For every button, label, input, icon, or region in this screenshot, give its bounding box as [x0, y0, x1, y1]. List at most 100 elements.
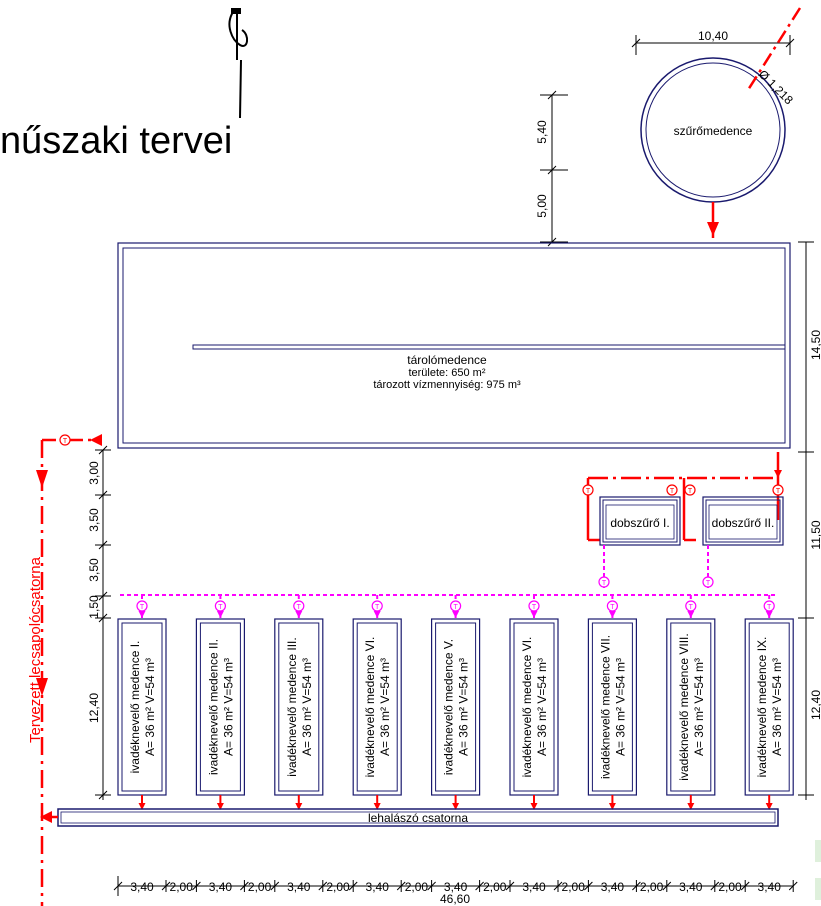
- rearing-tank-capacity-6: A= 36 m² V=54 m³: [535, 658, 549, 756]
- tank-drain-arrow-4: [373, 803, 381, 810]
- rearing-tank-8: [666, 618, 716, 796]
- tank-feed-valve-9-circle: [763, 600, 775, 612]
- rearing-tank-1-inner: [121, 622, 163, 792]
- bottom-dim-value-12: 3,40: [601, 880, 625, 894]
- tank-drain-arrow-7: [608, 803, 616, 810]
- rearing-tank-9: [744, 618, 794, 796]
- rearing-tank-3: [274, 618, 324, 796]
- drum-valve-1: T: [582, 484, 594, 496]
- storage-outlet-valve: T: [59, 434, 71, 446]
- tank-feed-arrow-2: [216, 611, 224, 618]
- tank-feed-valve-9: T: [763, 600, 775, 612]
- rearing-tank-name-3: ivadéknevelő medence III.: [285, 637, 299, 776]
- tank-feed-valve-8: T: [685, 600, 697, 612]
- rearing-tank-2-outer: [195, 618, 245, 796]
- drum-valve-3-label: T: [688, 488, 693, 495]
- drum-filter-2-core: [708, 504, 778, 540]
- tank-feed-valve-4-label: T: [375, 604, 380, 611]
- tank-drain-arrow-1: [138, 803, 146, 810]
- filter-tank-inner: [645, 62, 781, 198]
- storage-tank-area: területe: 650 m²: [408, 367, 485, 379]
- top-dim-value-1: 5,00: [535, 194, 549, 218]
- rearing-tank-9-inner: [748, 622, 790, 792]
- drum1-outflow-valve-circle: [598, 576, 610, 588]
- drum-filter-label-1: dobszűrő I.: [610, 516, 669, 530]
- tank-feed-arrow-5: [452, 611, 460, 618]
- tank-feed-arrow-6: [530, 611, 538, 618]
- rearing-tank-1-outer: [117, 618, 167, 796]
- right-dim-value-1: 11,50: [809, 520, 821, 549]
- tank-feed-valve-8-circle: [685, 600, 697, 612]
- rearing-tank-capacity-4: A= 36 m² V=54 m³: [378, 658, 392, 756]
- tank-feed-arrow-1: [138, 611, 146, 618]
- filter-outflow-arrow: [707, 222, 719, 236]
- rearing-tank-name-7: ivadéknevelő medence VII.: [598, 635, 612, 779]
- drum2-outflow-valve-circle: [702, 576, 714, 588]
- rearing-tank-6: [509, 618, 559, 796]
- bottom-dim-value-15: 2,00: [718, 880, 742, 894]
- tank-feed-valve-2: T: [214, 600, 226, 612]
- drum-valve-2: T: [666, 484, 678, 496]
- storage-tank-volume: tározott vízmennyiség: 975 m³: [373, 379, 521, 391]
- bottom-dim-value-9: 2,00: [483, 880, 507, 894]
- bottom-dim-value-5: 2,00: [326, 880, 350, 894]
- tank-feed-valve-3: T: [293, 600, 305, 612]
- tank-drain-arrow-8: [687, 803, 695, 810]
- drain-arrow-2: [36, 678, 48, 696]
- rearing-tank-6-outer: [509, 618, 559, 796]
- left-dim-value-4: 12,40: [87, 693, 101, 723]
- drain-arrow-1: [36, 470, 48, 488]
- tank-feed-valve-1-circle: [136, 600, 148, 612]
- drum-filter-label-2: dobszűrő II.: [712, 516, 775, 530]
- bottom-dim-value-8: 3,40: [444, 880, 468, 894]
- rearing-tank-3-inner: [278, 622, 320, 792]
- rearing-tank-name-8: ivadéknevelő medence VIII.: [677, 633, 691, 780]
- tank-feed-valve-7-circle: [606, 600, 619, 612]
- bottom-dim-value-2: 3,40: [209, 880, 233, 894]
- supply-down-arrow: [774, 470, 782, 478]
- rearing-tank-3-outer: [274, 618, 324, 796]
- rearing-tank-1: [117, 618, 167, 796]
- rearing-tank-4-inner: [356, 622, 398, 792]
- rearing-tank-capacity-5: A= 36 m² V=54 m³: [457, 658, 471, 756]
- drum-filter-1-core: [605, 504, 675, 540]
- rearing-tank-2: [195, 618, 245, 796]
- rearing-tank-8-outer: [666, 618, 716, 796]
- edge-mark-2: [815, 878, 821, 900]
- rearing-tank-5-inner: [435, 622, 477, 792]
- tank-drain-arrow-2: [216, 803, 224, 810]
- tank-feed-valve-6-label: T: [532, 604, 537, 611]
- bottom-dim-value-3: 2,00: [248, 880, 272, 894]
- right-dim-value-0: 14,50: [809, 330, 821, 360]
- north-arrow-symbol: [228, 10, 248, 119]
- north-arrow-cap: [231, 8, 241, 14]
- top-dim-tick-2: [547, 237, 557, 247]
- left-dim-value-3: 1,50: [87, 595, 101, 619]
- bottom-dim-value-1: 2,00: [170, 880, 194, 894]
- tank-feed-arrow-4: [373, 611, 381, 618]
- rearing-tank-name-5: ivadéknevelő medence V.: [442, 639, 456, 775]
- rearing-tank-name-1: ivadéknevelő medence I.: [128, 641, 142, 774]
- left-dim-tick-1: [98, 490, 108, 500]
- filter-tank-label: szűrőmedence: [674, 124, 753, 138]
- drum-filter-1-outer: [599, 496, 681, 546]
- rearing-tank-capacity-2: A= 36 m² V=54 m³: [221, 658, 235, 756]
- harvest-outlet-arrow: [40, 811, 52, 823]
- bottom-dim-value-0: 3,40: [130, 880, 154, 894]
- tank-feed-valve-3-circle: [293, 600, 305, 612]
- drum2-outflow-valve: T: [702, 576, 714, 588]
- storage-outlet-valve-circle: [59, 434, 71, 446]
- rearing-tank-4: [352, 618, 402, 796]
- storage-tank-outer: [117, 242, 791, 449]
- tank-feed-valve-4: T: [371, 600, 383, 612]
- storage-outlet-valve-label: T: [63, 438, 68, 445]
- bottom-dim-value-6: 3,40: [366, 880, 390, 894]
- rearing-tank-capacity-8: A= 36 m² V=54 m³: [692, 658, 706, 756]
- inlet-pipe-label: Ø 1,218: [756, 67, 796, 107]
- tank-feed-valve-7-label: T: [610, 604, 615, 611]
- rearing-tank-capacity-1: A= 36 m² V=54 m³: [143, 658, 157, 756]
- left-dim-tick-3: [98, 591, 108, 601]
- drum-valve-4-circle: [772, 484, 784, 496]
- harvest-channel-inner: [60, 811, 776, 824]
